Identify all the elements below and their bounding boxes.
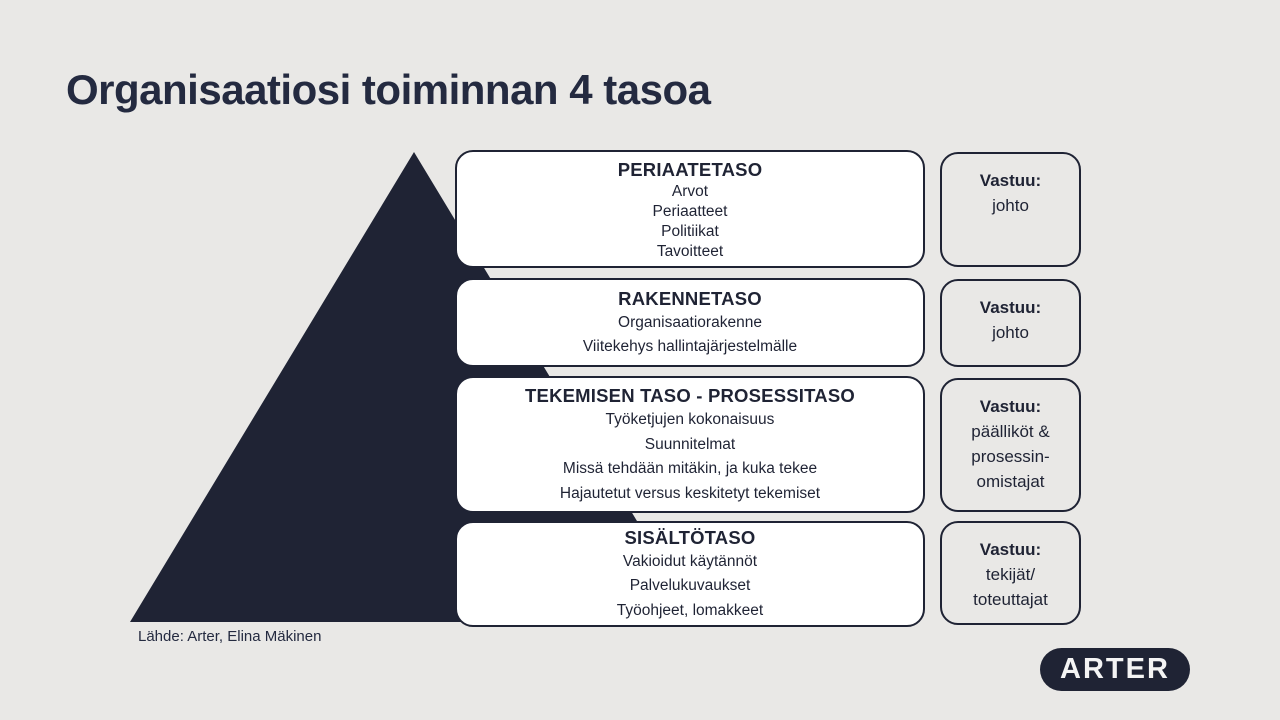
level-box-periaatetaso: PERIAATETASO Arvot Periaatteet Politiika…: [455, 150, 925, 268]
level-box-sisaltotaso: SISÄLTÖTASO Vakioidut käytännöt Palveluk…: [455, 521, 925, 627]
arter-logo: ARTER: [1040, 648, 1190, 691]
responsibility-label: Vastuu:: [979, 298, 1042, 317]
level-item: Viitekehys hallintajärjestelmälle: [582, 338, 798, 355]
responsibility-label: Vastuu:: [979, 540, 1042, 559]
arter-logo-text: ARTER: [1060, 653, 1170, 685]
level-item: Tavoitteet: [656, 242, 724, 260]
source-note: Lähde: Arter, Elina Mäkinen: [138, 628, 322, 645]
responsibility-value: tekijät/: [985, 565, 1036, 584]
responsibility-value: toteuttajat: [973, 590, 1048, 609]
responsibility-value: prosessin-: [971, 447, 1050, 466]
level-item: Organisaatiorakenne: [618, 313, 762, 331]
responsibility-value: johto: [992, 323, 1029, 342]
responsibility-box-periaatetaso: Vastuu: johto: [940, 152, 1081, 267]
responsibility-box-sisaltotaso: Vastuu: tekijät/ toteuttajat: [940, 521, 1081, 625]
level-box-prosessitaso: TEKEMISEN TASO - PROSESSITASO Työketjuje…: [455, 376, 925, 513]
level-item: Missä tehdään mitäkin, ja kuka tekee: [562, 460, 818, 477]
level-title: TEKEMISEN TASO - PROSESSITASO: [525, 385, 855, 406]
level-title: RAKENNETASO: [618, 287, 762, 309]
level-item: Hajautetut versus keskitetyt tekemiset: [559, 484, 821, 502]
level-item: Politiikat: [661, 222, 719, 240]
responsibility-box-rakennetaso: Vastuu: johto: [940, 279, 1081, 367]
level-title: SISÄLTÖTASO: [624, 526, 756, 548]
responsibility-label: Vastuu:: [979, 171, 1042, 190]
level-item: Periaatteet: [652, 202, 728, 220]
level-item: Työketjujen kokonaisuus: [605, 411, 775, 428]
level-title: PERIAATETASO: [617, 158, 763, 180]
level-box-rakennetaso: RAKENNETASO Organisaatiorakenne Viitekeh…: [455, 278, 925, 367]
level-item: Työohjeet, lomakkeet: [616, 601, 764, 619]
responsibility-value: päälliköt &: [971, 422, 1050, 441]
responsibility-value: omistajat: [976, 472, 1045, 491]
level-item: Suunnitelmat: [644, 435, 736, 453]
responsibility-box-prosessitaso: Vastuu: päälliköt & prosessin- omistajat: [940, 378, 1081, 512]
level-item: Palvelukuvaukset: [629, 577, 751, 595]
responsibility-value: johto: [992, 196, 1029, 215]
responsibility-label: Vastuu:: [979, 397, 1042, 416]
level-item: Vakioidut käytännöt: [622, 552, 758, 570]
level-item: Arvot: [671, 182, 709, 200]
page-title: Organisaatiosi toiminnan 4 tasoa: [66, 66, 711, 113]
